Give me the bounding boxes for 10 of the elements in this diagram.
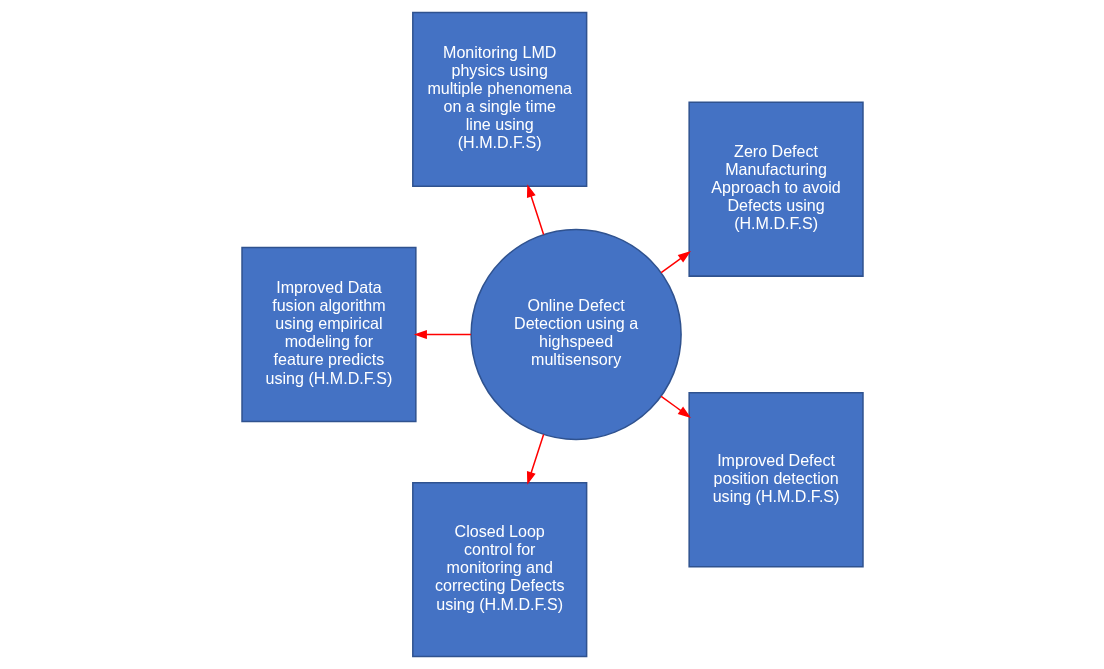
node-box: Zero Defect Manufacturing Approach to avoid Defects using (H.M.D.F.S)	[687, 101, 864, 277]
arrow	[413, 329, 472, 340]
node-box: Improved Defect position detection using (H.M.D.F.S)	[687, 392, 864, 568]
arrow	[659, 251, 691, 274]
node-box: Monitoring LMD physics using multiple phenomena on a single time line using (H.M.D.F.S)	[411, 11, 587, 188]
arrow	[526, 184, 544, 236]
node-box: Closed Loop control for monitoring and correcting Defects using (H.M.D.F.S)	[411, 481, 587, 658]
arrow	[526, 433, 544, 485]
arrow	[659, 395, 691, 418]
node-box: Improved Data fusion algorithm using empirical modeling for feature predicts using (H.M.D.F.S)	[240, 246, 417, 423]
